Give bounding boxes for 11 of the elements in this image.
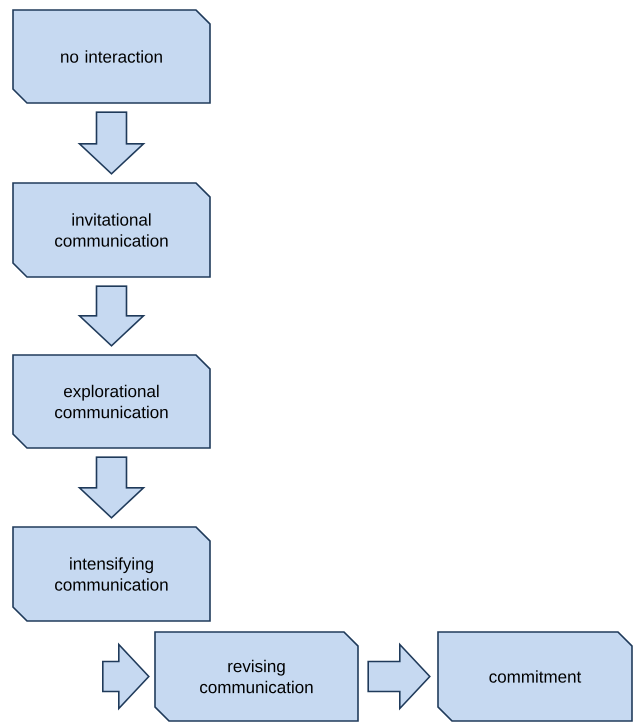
process-box: commitment bbox=[437, 631, 633, 722]
process-box: revising communication bbox=[154, 631, 359, 722]
process-box: explorational communication bbox=[12, 354, 211, 449]
block-arrow bbox=[102, 642, 150, 711]
process-box: intensifying communication bbox=[12, 526, 211, 622]
process-box: invitational communication bbox=[12, 182, 211, 278]
block-arrow bbox=[367, 642, 431, 711]
block-arrow bbox=[77, 111, 146, 175]
process-box: no interaction bbox=[12, 9, 211, 104]
block-arrow bbox=[77, 285, 146, 347]
block-arrow bbox=[77, 456, 146, 519]
